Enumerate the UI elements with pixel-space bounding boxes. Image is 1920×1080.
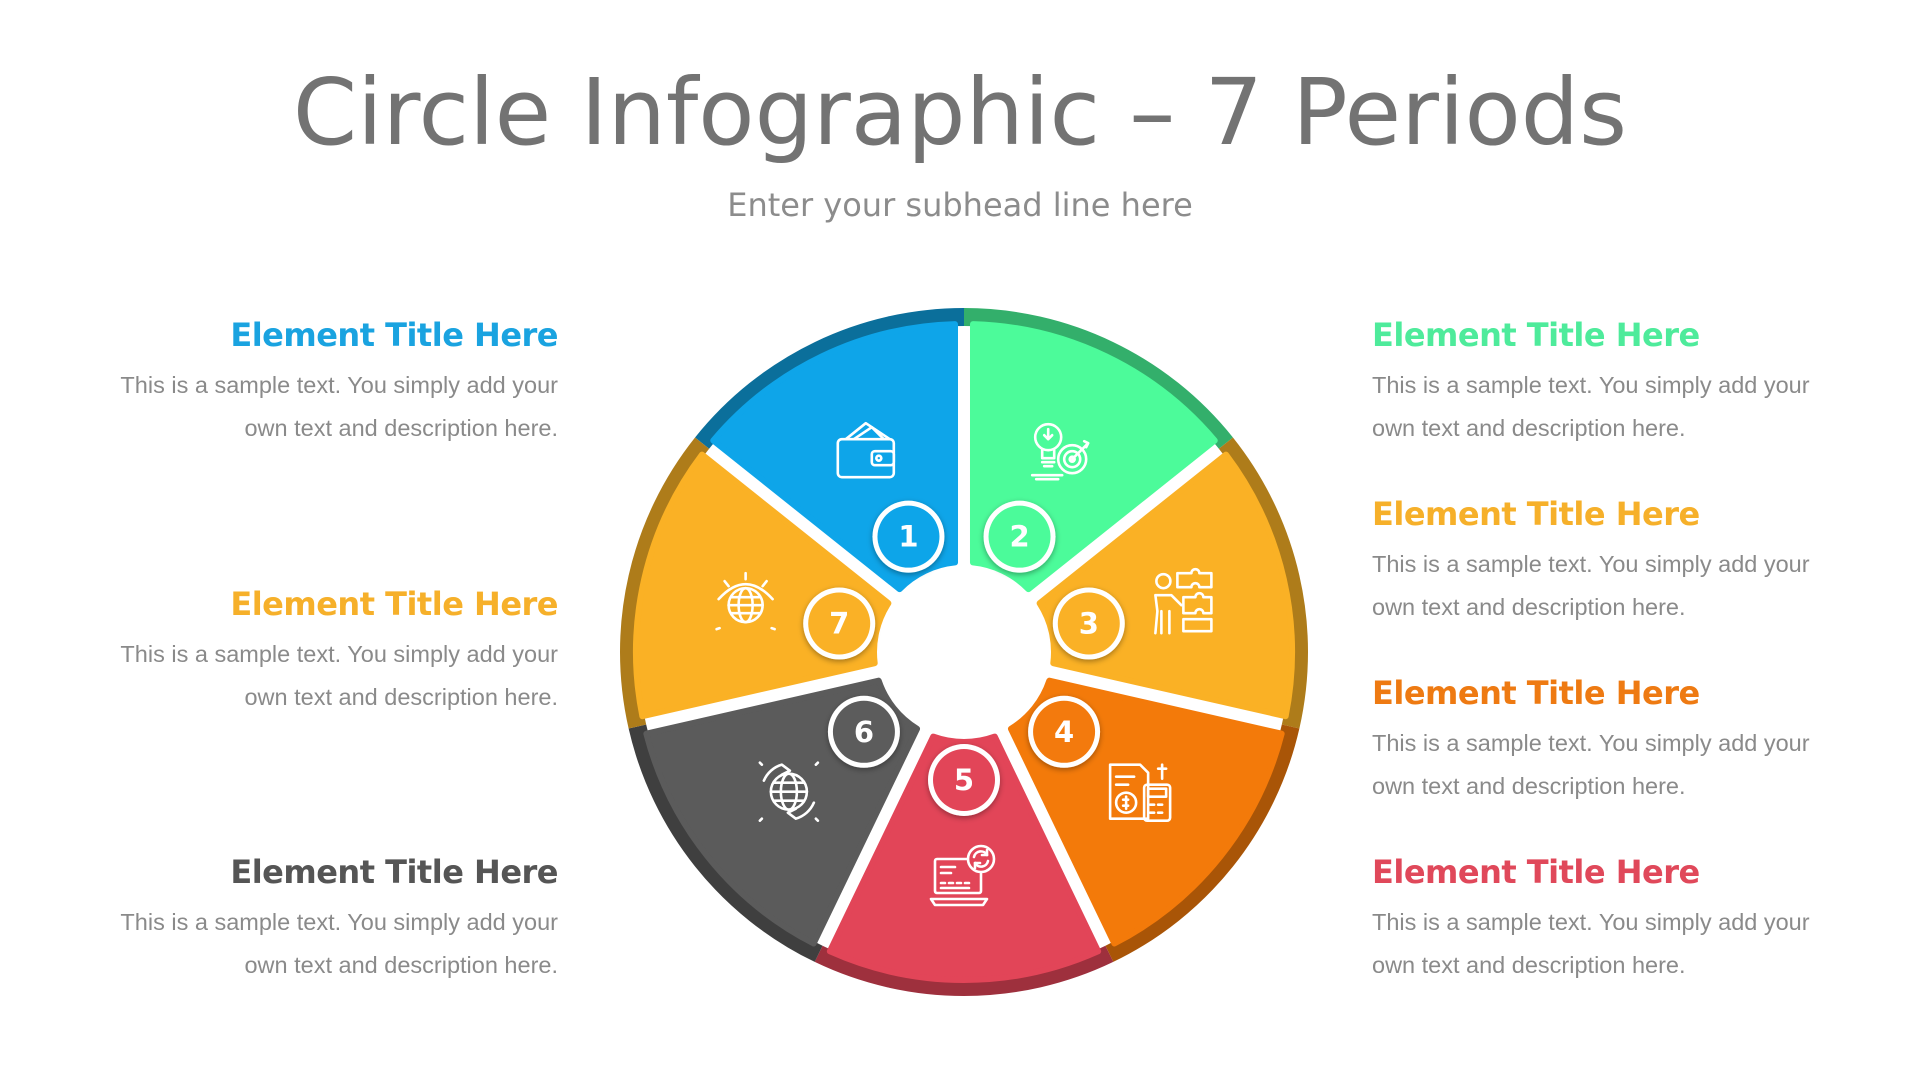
number-badge: [928, 744, 1000, 816]
text-block-right-3: Element Title Here This is a sample text…: [1372, 674, 1892, 808]
number-badge-group: 1 2 3 4 5 6 7: [803, 500, 1125, 816]
element-description-line: This is a sample text. You simply add yo…: [1372, 730, 1810, 756]
element-title: Element Title Here: [230, 585, 558, 623]
badge-number: 4: [1054, 715, 1074, 749]
element-description-line: This is a sample text. You simply add yo…: [120, 372, 558, 398]
text-block-right-4: Element Title Here This is a sample text…: [1372, 853, 1892, 987]
page-subtitle: Enter your subhead line here: [727, 186, 1193, 224]
number-badge: [983, 500, 1056, 573]
number-badge: [803, 587, 876, 660]
badge-number: 1: [898, 520, 918, 554]
element-description-line: own text and description here.: [244, 684, 558, 710]
number-badge: [1028, 695, 1101, 768]
element-description-line: own text and description here.: [1372, 594, 1686, 620]
element-description-line: own text and description here.: [244, 415, 558, 441]
text-block-left-2: Element Title Here This is a sample text…: [38, 585, 558, 719]
element-title: Element Title Here: [1372, 853, 1700, 891]
number-badge: [827, 695, 900, 768]
element-title: Element Title Here: [230, 316, 558, 354]
badge-number: 5: [954, 763, 974, 797]
element-description-line: This is a sample text. You simply add yo…: [120, 909, 558, 935]
element-description-line: own text and description here.: [1372, 773, 1686, 799]
outer-ring-segment: [695, 308, 964, 449]
outer-ring-segment: [620, 437, 710, 729]
element-description-line: This is a sample text. You simply add yo…: [1372, 372, 1810, 398]
outer-ring-segment: [814, 945, 1114, 996]
page-title: Circle Infographic – 7 Periods: [292, 59, 1628, 166]
outer-ring-segment: [964, 308, 1233, 449]
badge-number: 2: [1009, 520, 1029, 554]
element-title: Element Title Here: [1372, 495, 1700, 533]
number-badge: [872, 500, 945, 573]
text-block-left-1: Element Title Here This is a sample text…: [38, 316, 558, 450]
badge-number: 3: [1079, 607, 1099, 641]
element-title: Element Title Here: [230, 853, 558, 891]
number-badge: [1052, 587, 1125, 660]
badge-number: 6: [854, 715, 874, 749]
text-block-right-2: Element Title Here This is a sample text…: [1372, 495, 1892, 629]
element-title: Element Title Here: [1372, 674, 1700, 712]
element-description-line: own text and description here.: [1372, 415, 1686, 441]
element-description-line: This is a sample text. You simply add yo…: [1372, 909, 1810, 935]
element-title: Element Title Here: [1372, 316, 1700, 354]
element-description-line: own text and description here.: [244, 952, 558, 978]
badge-number: 7: [829, 607, 849, 641]
element-description-line: This is a sample text. You simply add yo…: [1372, 551, 1810, 577]
element-description-line: own text and description here.: [1372, 952, 1686, 978]
text-block-right-1: Element Title Here This is a sample text…: [1372, 316, 1892, 450]
element-description-line: This is a sample text. You simply add yo…: [120, 641, 558, 667]
outer-ring-segment: [1218, 437, 1309, 729]
text-block-left-3: Element Title Here This is a sample text…: [38, 853, 558, 987]
segment-group: [633, 321, 1295, 983]
